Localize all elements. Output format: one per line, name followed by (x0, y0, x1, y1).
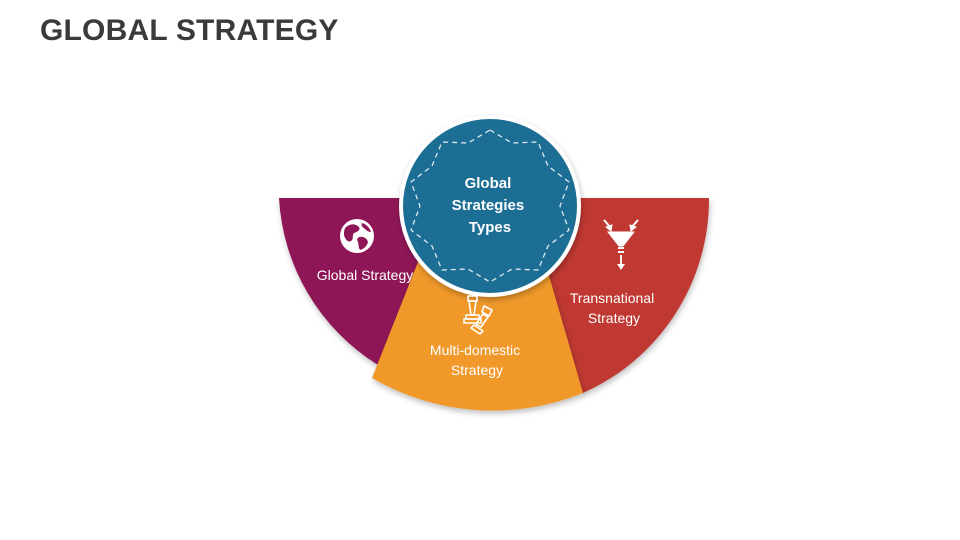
globe-icon (340, 219, 374, 253)
segment-label-line: Global Strategy (317, 267, 414, 283)
segment-label-line: Strategy (451, 362, 503, 378)
segment-label-line: Strategy (588, 310, 640, 326)
segment-label-transnational: Transnational Strategy (570, 290, 658, 326)
segment-label-global: Global Strategy (317, 267, 414, 283)
funnel-icon (603, 219, 639, 270)
segment-label-multi-domestic: Multi-domestic Strategy (430, 342, 524, 378)
center-label-line: Strategies (452, 197, 525, 214)
center-circle (399, 115, 581, 297)
center-label-line: Types (469, 219, 511, 236)
slide-title: GLOBAL STRATEGY (40, 14, 339, 47)
center-label-line: Global (465, 175, 512, 192)
chess-pieces-icon (463, 295, 493, 335)
segment-multi-domestic-strategy (372, 262, 583, 411)
center-label: Global Strategies Types (452, 175, 529, 236)
segment-label-line: Multi-domestic (430, 342, 520, 358)
segment-label-line: Transnational (570, 290, 654, 306)
dashed-star-outline (410, 129, 570, 283)
segment-global-strategy (279, 198, 430, 365)
